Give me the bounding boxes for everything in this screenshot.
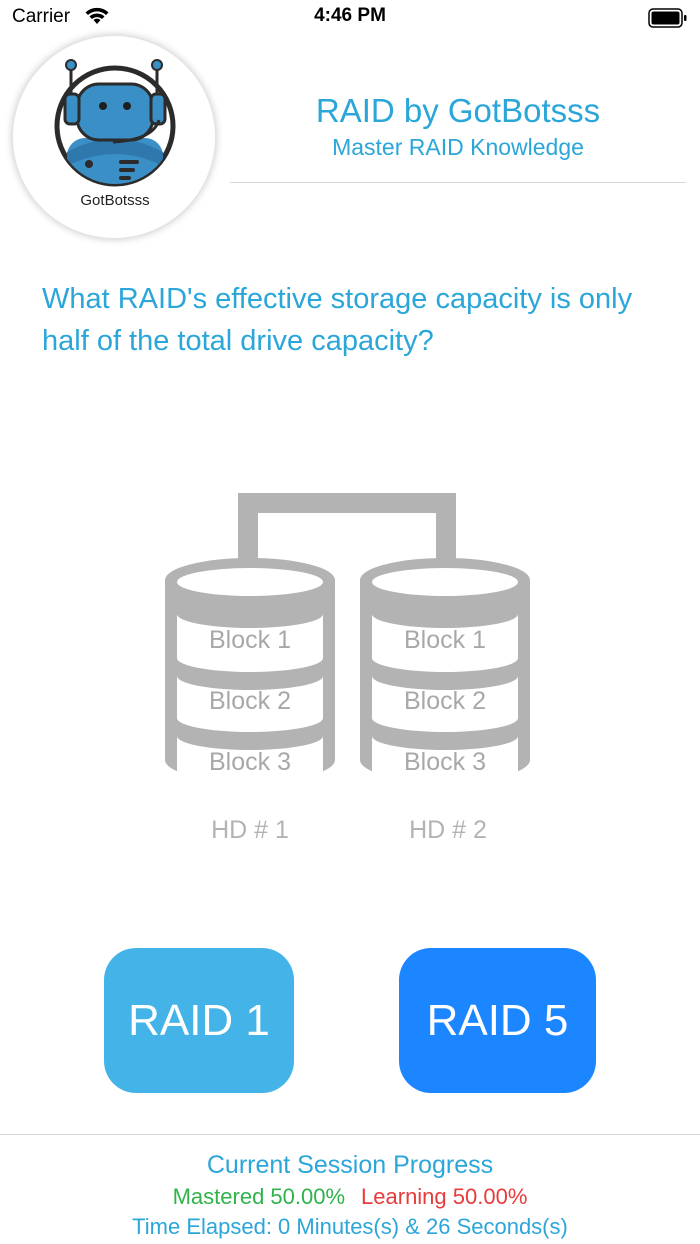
raid-diagram: Block 1 Block 2 Block 3 HD # 1 Block 1 B… (165, 493, 530, 844)
mastered-percentage: Mastered 50.00% (172, 1184, 346, 1209)
raid-1-button[interactable]: RAID 1 (104, 948, 294, 1093)
question-text: What RAID's effective storage capacity i… (42, 283, 633, 357)
drive2-block2: Block 2 (404, 687, 486, 715)
drive1-block2: Block 2 (209, 687, 291, 715)
learning-percentage: Learning 50.00% (361, 1184, 528, 1209)
robot-icon (54, 59, 176, 187)
status-bar: Carrier 4:46 PM (0, 0, 700, 36)
drive1-block1: Block 1 (209, 626, 291, 654)
app-title: RAID by GotBotsss (315, 92, 601, 129)
drive2-block1: Block 1 (404, 626, 486, 654)
app-subtitle: Master RAID Knowledge (332, 134, 584, 160)
drive2-block3: Block 3 (404, 748, 486, 776)
raid-5-button[interactable]: RAID 5 (399, 948, 596, 1093)
drive1-label: HD # 1 (211, 816, 289, 844)
clock: 4:46 PM (314, 5, 386, 26)
drive-hd1: Block 1 Block 2 Block 3 (165, 558, 335, 792)
drive-hd2: Block 1 Block 2 Block 3 (360, 558, 530, 792)
drive1-block3: Block 3 (209, 748, 291, 776)
header-divider (230, 182, 686, 183)
footer-divider (0, 1134, 700, 1135)
drive2-label: HD # 2 (409, 816, 487, 844)
carrier-label: Carrier (12, 6, 71, 27)
battery-icon (648, 8, 687, 28)
wifi-icon (85, 7, 109, 24)
progress-title: Current Session Progress (206, 1151, 494, 1179)
logo-text: GotBotsss (80, 192, 150, 209)
app-logo: GotBotsss (12, 35, 216, 239)
drive-connector (238, 493, 456, 578)
progress-stats: Mastered 50.00% Learning 50.00% (0, 1184, 700, 1210)
time-elapsed: Time Elapsed: 0 Minutes(s) & 26 Seconds(… (132, 1214, 568, 1239)
